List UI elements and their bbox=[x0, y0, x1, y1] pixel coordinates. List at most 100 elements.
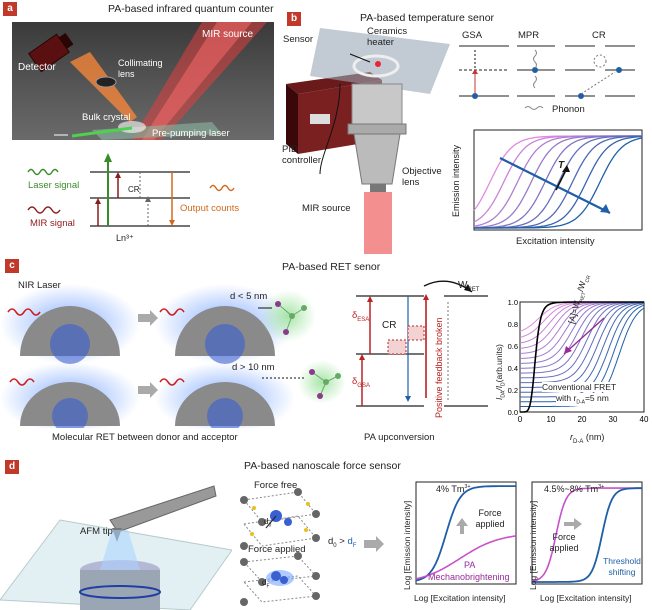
c-series-line bbox=[520, 301, 644, 379]
cr-label: CR bbox=[128, 185, 140, 194]
bulk-crystal-label: Bulk crystal bbox=[82, 112, 131, 123]
laser-signal-label: Laser signal bbox=[28, 180, 80, 191]
ceramics-heater-ring bbox=[352, 54, 400, 78]
cr-diagram bbox=[565, 45, 635, 99]
c-series-line bbox=[520, 301, 645, 384]
collimating-lens-icon bbox=[95, 76, 117, 88]
lattice-diagrams bbox=[240, 488, 384, 606]
c-y-tick: 0.0 bbox=[508, 408, 518, 417]
pre-pumping-laser-beam bbox=[71, 126, 133, 138]
c-conventional-fret-line bbox=[520, 301, 644, 413]
detector-icon bbox=[28, 32, 74, 73]
collimating-lens-label: Collimating lens bbox=[118, 58, 163, 79]
d-y-label-2: Log [Emission intensity] bbox=[528, 500, 538, 590]
afm-tip-label: AFM tip bbox=[80, 526, 113, 537]
d0-label: d0 bbox=[264, 517, 272, 529]
panel-a-energy-diagram: CR bbox=[27, 153, 235, 227]
mir-signal-label: MIR signal bbox=[30, 218, 75, 229]
b-trend-arrow bbox=[499, 157, 611, 214]
d-x-label-2: Log [Excitation intensity] bbox=[540, 593, 632, 603]
chart1-pa-label: PA bbox=[464, 560, 476, 570]
b-x-label: Excitation intensity bbox=[516, 236, 595, 247]
pid-controller-label: PID controller bbox=[282, 144, 322, 166]
panel-b-apparatus bbox=[286, 28, 450, 254]
mpr-label: MPR bbox=[518, 30, 540, 41]
w-ret-label: WRET bbox=[458, 280, 480, 293]
d-large-label: d > 10 nm bbox=[232, 362, 275, 373]
chart1-mech-label: Mechanobrightening bbox=[428, 572, 510, 582]
delta-gsa-label: δGSA bbox=[352, 376, 370, 389]
cr-b-label: CR bbox=[592, 30, 606, 41]
panel-b-tag: b bbox=[287, 12, 301, 26]
pa-upconversion-diagram bbox=[356, 280, 488, 407]
afm-cantilever bbox=[109, 485, 217, 533]
nanoparticle-3 bbox=[0, 362, 140, 428]
c-x-tick: 10 bbox=[547, 415, 556, 424]
mpr-diagram bbox=[517, 45, 555, 97]
c-x-tick: 30 bbox=[609, 415, 618, 424]
c-y-label: IDA/ID(arb.units) bbox=[494, 344, 507, 400]
b-temperature-curve bbox=[474, 137, 643, 229]
nanoparticle-2 bbox=[155, 284, 316, 364]
c-series-line bbox=[520, 303, 645, 398]
mir-source-label: MIR source bbox=[202, 29, 254, 40]
nanoparticle-1 bbox=[0, 284, 140, 364]
t-arrow bbox=[555, 169, 567, 191]
nir-laser-wave-icon-3 bbox=[9, 378, 35, 386]
panel-d-tag: d bbox=[5, 460, 19, 474]
sensor-glass-plate bbox=[310, 28, 450, 94]
panel-c-tag: c bbox=[5, 259, 19, 273]
b-plot-frame bbox=[473, 129, 643, 231]
conventional-fret-r-label: with rD-A=5 nm bbox=[556, 393, 609, 406]
panel-a-scene bbox=[28, 22, 267, 140]
detector-label: Detector bbox=[18, 62, 56, 73]
c-y-tick: 0.6 bbox=[508, 342, 518, 351]
nir-laser-label: NIR Laser bbox=[18, 280, 61, 291]
gsa-diagram bbox=[459, 45, 509, 99]
d-y-label: Log [Emission intensity] bbox=[402, 500, 412, 590]
lattice-force-free bbox=[240, 488, 320, 550]
force-applied-label: Force applied bbox=[248, 544, 306, 555]
d1-blue-curve bbox=[415, 485, 516, 582]
d1-up-arrow bbox=[456, 518, 468, 534]
ion-label: Ln³⁺ bbox=[116, 233, 134, 243]
phonon-label: Phonon bbox=[552, 104, 585, 115]
panel-a-photo: MIR source Detector Collimating lens Bul… bbox=[12, 22, 274, 140]
c-series-line bbox=[520, 302, 644, 388]
conventional-fret-label: Conventional FRET bbox=[542, 382, 617, 392]
mir-signal-wave-icon bbox=[27, 206, 61, 214]
chart2-force-label: Force applied bbox=[549, 532, 579, 553]
ceramics-heater-label: Ceramics heater bbox=[367, 26, 408, 48]
laser-signal-wave-icon bbox=[27, 168, 59, 176]
bulk-crystal-plate bbox=[92, 122, 222, 140]
lattice-force-applied bbox=[240, 552, 320, 606]
panel-d-title: PA-based nanoscale force sensor bbox=[244, 460, 401, 472]
phonon-icon bbox=[524, 106, 544, 110]
d2-blue-curve bbox=[532, 487, 642, 583]
mir-source-b-label: MIR source bbox=[302, 203, 351, 214]
b-y-label: Emission intensity bbox=[451, 144, 461, 217]
c-x-tick: 0 bbox=[518, 415, 523, 424]
d2-pink-curve bbox=[531, 487, 642, 582]
temperature-curves-plot bbox=[473, 129, 643, 231]
b-temperature-curve bbox=[473, 135, 642, 211]
force-chart-1 bbox=[415, 481, 517, 585]
b-temperature-curve bbox=[473, 135, 642, 227]
panel-b-title: PA-based temperature senor bbox=[360, 12, 495, 24]
panel-a-tag: a bbox=[3, 2, 17, 16]
nir-laser-wave-icon-1 bbox=[7, 308, 41, 316]
process-arrow-1 bbox=[138, 310, 158, 326]
pre-pumping-laser-label: Pre-pumping laser bbox=[152, 128, 230, 139]
d-process-arrow bbox=[364, 536, 384, 552]
c-y-tick: 1.0 bbox=[508, 298, 518, 307]
positive-feedback-label: Positive feedback broken bbox=[434, 317, 444, 418]
objective-lens-icon bbox=[353, 133, 401, 185]
d1-pink-curve bbox=[415, 535, 517, 580]
force-chart-2 bbox=[531, 481, 643, 585]
panel-a-title: PA-based infrared quantum counter bbox=[108, 3, 274, 15]
output-wave-icon bbox=[209, 184, 235, 192]
panel-c-caption-left: Molecular RET between donor and acceptor bbox=[52, 432, 238, 443]
output-counts-label: Output counts bbox=[180, 203, 240, 214]
panel-c-title: PA-based RET senor bbox=[282, 261, 381, 273]
